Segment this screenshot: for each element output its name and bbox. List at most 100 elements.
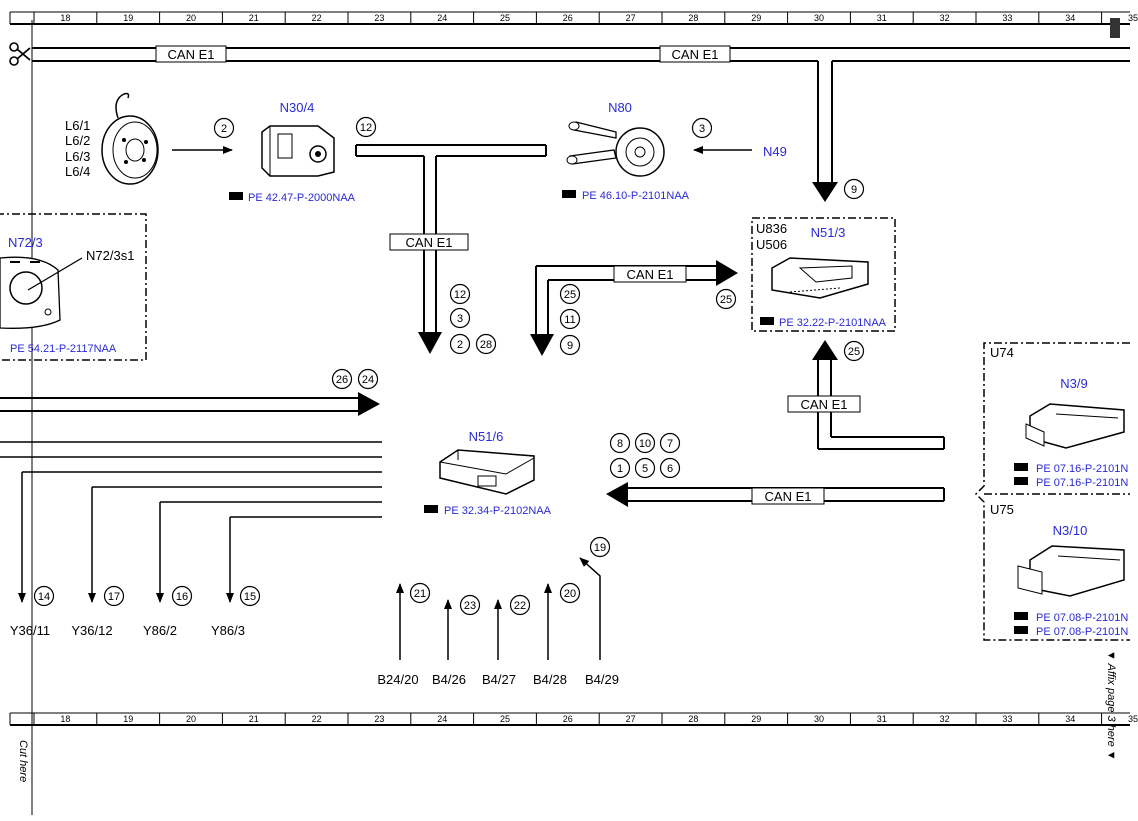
callout-number: 20 xyxy=(559,582,581,604)
callout-number: 3 xyxy=(691,117,713,139)
svg-text:8: 8 xyxy=(617,438,623,450)
left-bus-lines xyxy=(0,392,382,603)
svg-text:2: 2 xyxy=(457,339,463,351)
ruler-number: 32 xyxy=(940,714,950,724)
svg-text:12: 12 xyxy=(360,122,372,134)
can-label-3: CAN E1 xyxy=(389,233,469,251)
svg-text:PE 32.22-P-2101NAA: PE 32.22-P-2101NAA xyxy=(779,317,887,329)
wheel-label-4: L6/4 xyxy=(65,164,90,179)
wheel-label-2: L6/2 xyxy=(65,133,90,148)
n3-9-ref-2: PE 07.16-P-2101N xyxy=(1014,477,1128,489)
can-label-2: CAN E1 xyxy=(659,45,731,63)
callout-number: 26 xyxy=(331,368,353,390)
can-label-1: CAN E1 xyxy=(155,45,227,63)
svg-text:26: 26 xyxy=(336,374,348,386)
callout-number: 5 xyxy=(634,457,656,479)
n51-3-name: N51/3 xyxy=(811,225,846,240)
corner-mark-icon xyxy=(1110,18,1120,38)
svg-text:CAN E1: CAN E1 xyxy=(672,47,719,62)
sensor-label-2: B4/26 xyxy=(432,672,466,687)
steering-column-module-icon xyxy=(566,121,665,177)
ruler-number: 18 xyxy=(60,13,70,23)
ruler-number: 33 xyxy=(1002,13,1012,23)
callout-number: 7 xyxy=(659,432,681,454)
ruler-number: 34 xyxy=(1065,714,1075,724)
n51-3-ref: PE 32.22-P-2101NAA xyxy=(760,317,887,329)
svg-text:CAN E1: CAN E1 xyxy=(168,47,215,62)
output-label-4: Y86/3 xyxy=(211,623,245,638)
n30-4-ref: PE 42.47-P-2000NAA xyxy=(229,192,356,204)
svg-text:PE 07.08-P-2101N: PE 07.08-P-2101N xyxy=(1036,626,1128,638)
ruler-number: 35 xyxy=(1128,13,1138,23)
u74-code: U74 xyxy=(990,345,1014,360)
ruler-number: 31 xyxy=(877,714,887,724)
n51-6-ref: PE 32.34-P-2102NAA xyxy=(424,505,552,517)
svg-text:11: 11 xyxy=(564,314,575,326)
svg-text:15: 15 xyxy=(244,591,256,603)
n3-9-module-icon xyxy=(1025,403,1125,449)
callout-number: 9 xyxy=(843,178,865,200)
ruler-number: 25 xyxy=(500,13,510,23)
ruler-number: 25 xyxy=(500,714,510,724)
sensor-arrows xyxy=(396,557,601,660)
svg-text:6: 6 xyxy=(667,463,673,475)
svg-text:PE 07.16-P-2101N: PE 07.16-P-2101N xyxy=(1036,477,1128,489)
ruler-number: 24 xyxy=(437,714,447,724)
n3-9-ref-1: PE 07.16-P-2101N xyxy=(1014,463,1128,475)
svg-text:9: 9 xyxy=(567,340,573,352)
n30-4-module-icon xyxy=(261,125,335,177)
callout-number: 12 xyxy=(449,283,471,305)
svg-text:PE 07.16-P-2101N: PE 07.16-P-2101N xyxy=(1036,463,1128,475)
callout-number: 10 xyxy=(634,432,656,454)
ruler-number: 23 xyxy=(374,714,384,724)
ruler-number: 23 xyxy=(374,13,384,23)
output-label-3: Y86/2 xyxy=(143,623,177,638)
svg-text:25: 25 xyxy=(564,289,576,301)
svg-text:CAN E1: CAN E1 xyxy=(627,267,674,282)
callout-number: 17 xyxy=(103,585,125,607)
n51-6-name: N51/6 xyxy=(469,429,504,444)
n72-3s1-leader xyxy=(27,257,83,291)
wheel-speed-sensor-icon xyxy=(101,92,159,185)
engine-control-box xyxy=(974,342,1130,641)
callout-number: 14 xyxy=(33,585,55,607)
can-label-4: CAN E1 xyxy=(613,265,687,283)
ruler-number: 21 xyxy=(249,13,259,23)
n72-3s1-label: N72/3s1 xyxy=(86,248,134,263)
ruler-number: 34 xyxy=(1065,13,1075,23)
svg-text:23: 23 xyxy=(464,600,476,612)
svg-text:24: 24 xyxy=(362,374,374,386)
sensor-label-3: B4/27 xyxy=(482,672,516,687)
ruler-number: 21 xyxy=(249,714,259,724)
ruler-number: 30 xyxy=(814,13,824,23)
n72-3-ref: PE 54.21-P-2117NAA xyxy=(10,343,117,355)
svg-text:25: 25 xyxy=(720,294,732,306)
ruler-number: 19 xyxy=(123,714,133,724)
callout-number: 25 xyxy=(715,288,737,310)
callout-number: 23 xyxy=(459,594,481,616)
svg-text:PE 32.34-P-2102NAA: PE 32.34-P-2102NAA xyxy=(444,505,552,517)
wheel-label-1: L6/1 xyxy=(65,118,90,133)
svg-text:14: 14 xyxy=(38,591,50,603)
svg-text:CAN E1: CAN E1 xyxy=(765,489,812,504)
callout-number: 22 xyxy=(509,594,531,616)
svg-text:25: 25 xyxy=(848,346,860,358)
ruler-number: 32 xyxy=(940,13,950,23)
output-label-2: Y36/12 xyxy=(71,623,112,638)
n72-3-name: N72/3 xyxy=(8,235,43,250)
sensor-label-4: B4/28 xyxy=(533,672,567,687)
svg-text:28: 28 xyxy=(480,339,492,351)
svg-text:9: 9 xyxy=(851,184,857,196)
ruler-number: 24 xyxy=(437,13,447,23)
svg-text:7: 7 xyxy=(667,438,673,450)
ruler-number: 31 xyxy=(877,13,887,23)
callout-number: 9 xyxy=(559,334,581,356)
callout-number: 8 xyxy=(609,432,631,454)
svg-text:10: 10 xyxy=(639,438,651,450)
output-label-1: Y36/11 xyxy=(10,623,50,638)
ruler-number: 29 xyxy=(751,13,761,23)
callout-number: 12 xyxy=(355,116,377,138)
ruler-number: 27 xyxy=(626,714,636,724)
